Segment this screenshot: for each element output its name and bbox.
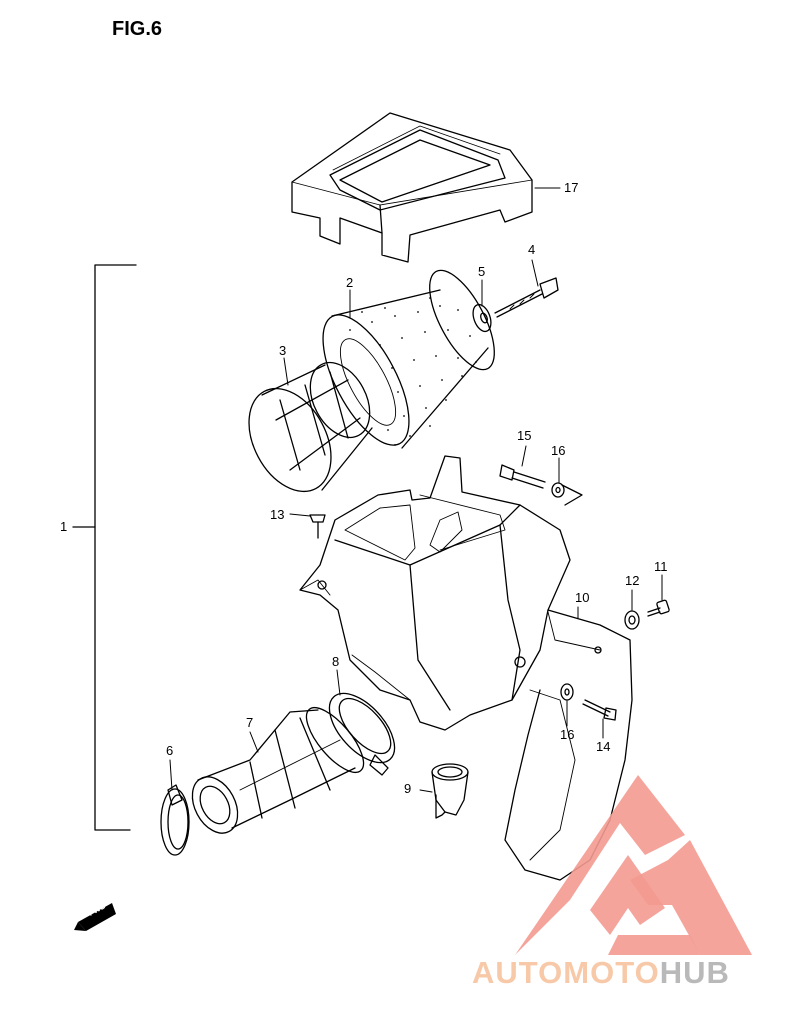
group-bracket xyxy=(72,264,137,831)
callout-9: 9 xyxy=(404,781,412,796)
washer-16-lower xyxy=(560,683,574,701)
callout-4: 4 xyxy=(528,242,536,257)
bolt-11 xyxy=(647,599,670,617)
leader-lines xyxy=(169,187,663,793)
callout-13: 13 xyxy=(270,507,285,522)
seal-ring xyxy=(328,692,396,776)
filter-element xyxy=(322,269,495,449)
hose-clamp xyxy=(160,784,190,856)
intake-boot xyxy=(191,707,365,834)
filter-cage xyxy=(248,361,373,493)
callout-16-lower: 16 xyxy=(560,727,575,742)
fwd-arrow-icon xyxy=(74,903,116,931)
air-cleaner-case xyxy=(299,455,571,731)
callout-16-upper: 16 xyxy=(551,443,566,458)
washer-5 xyxy=(472,303,492,333)
callout-6: 6 xyxy=(166,743,174,758)
washer-16-upper xyxy=(551,482,583,506)
callout-17: 17 xyxy=(564,180,579,195)
watermark-text: AUTOMOTOHUB xyxy=(472,955,730,991)
bolt-15 xyxy=(499,464,546,489)
callout-10: 10 xyxy=(575,590,590,605)
automotohub-logo xyxy=(515,775,752,955)
watermark-accent: AUTOMOTO xyxy=(472,955,660,990)
cover-part xyxy=(291,112,533,263)
callout-8: 8 xyxy=(332,654,340,669)
callout-15: 15 xyxy=(517,428,532,443)
wing-bolt xyxy=(494,277,559,318)
drain-plug xyxy=(431,763,469,819)
callout-11: 11 xyxy=(654,559,668,574)
callout-2: 2 xyxy=(346,275,354,290)
bolt-14 xyxy=(582,699,617,721)
figure-title: FIG.6 xyxy=(112,18,163,40)
callout-7: 7 xyxy=(246,715,254,730)
collar-12 xyxy=(624,610,640,630)
screw-13 xyxy=(309,514,326,539)
watermark-neutral: HUB xyxy=(659,955,730,990)
callout-1: 1 xyxy=(60,519,68,534)
callout-12: 12 xyxy=(625,573,640,588)
callout-5: 5 xyxy=(478,264,486,279)
callout-3: 3 xyxy=(279,343,287,358)
callout-14: 14 xyxy=(596,739,611,754)
intake-duct xyxy=(504,609,633,881)
